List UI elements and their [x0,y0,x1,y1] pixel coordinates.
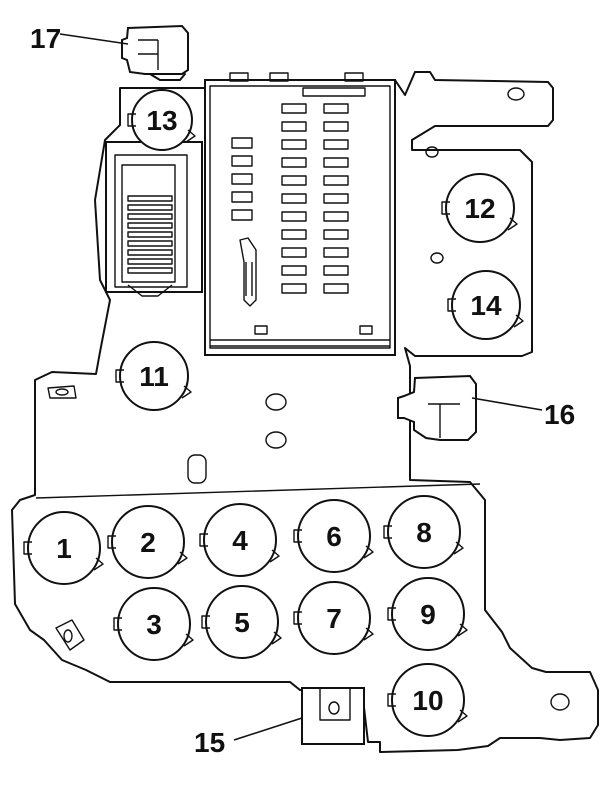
relay-label: 6 [326,521,342,552]
relay-label: 1 [56,533,72,564]
relay-label: 5 [234,607,250,638]
fuse-slot [231,173,253,185]
fuse-slot [231,209,253,221]
bracket-15 [301,687,365,745]
connector-slot [127,195,173,202]
fuse-slot [281,139,307,150]
fuse-slot [281,229,307,240]
relay-socket-13: 13 [127,89,196,151]
fuse-slot [323,247,349,258]
fuse-slot [323,121,349,132]
fuse-slot [281,121,307,132]
callout-15: 15 [194,727,225,758]
relay-socket-5: 5 [201,585,282,659]
connector-slot [127,258,173,265]
fuse-slot [323,283,349,294]
relay-label: 13 [146,105,177,136]
fuse-slot [281,283,307,294]
connector-slot [127,267,173,274]
connector-slot [127,204,173,211]
connector-17 [121,24,189,81]
callout-leaders [59,33,543,741]
fuse-slot [323,103,349,114]
fuse-slot [231,137,253,149]
relay-label: 7 [326,603,342,634]
relay-label: 8 [416,517,432,548]
fuse-slot [323,265,349,276]
fuse-slot [323,229,349,240]
relay-socket-2: 2 [107,505,188,579]
fuse-slot [323,139,349,150]
relay-socket-14: 14 [447,270,524,340]
relay-label: 9 [420,599,436,630]
relay-socket-11: 11 [115,341,192,411]
fuse-slot [323,157,349,168]
relay-socket-4: 4 [199,503,280,577]
mounting-holes [35,87,570,711]
relay-label: 3 [146,609,162,640]
callout-17: 17 [30,23,61,54]
relay-socket-8: 8 [383,495,464,569]
fuse-slot [323,211,349,222]
mounting-plate-outline [11,71,599,753]
connector-slot [127,249,173,256]
relay-label: 4 [232,525,248,556]
connector-slots [127,195,173,274]
side-connector-housing [105,141,203,297]
relay-label: 10 [412,685,443,716]
connector-slot [127,231,173,238]
relay-label: 2 [140,527,156,558]
relay-label: 11 [139,361,169,392]
fuse-block [204,72,396,356]
connector-slot [127,222,173,229]
callout-16: 16 [544,399,575,430]
relay-socket-9: 9 [387,577,468,651]
connector-16 [397,374,477,441]
relay-socket-7: 7 [293,581,374,655]
relay-socket-3: 3 [113,587,194,661]
connector-slot [127,213,173,220]
relay-socket-6: 6 [293,499,374,573]
fuse-slot [281,103,307,114]
fuse-slot [281,265,307,276]
connector-slot [127,240,173,247]
fuse-slot [281,175,307,186]
fuse-slot [323,175,349,186]
fuse-slot [323,193,349,204]
fuse-slot [231,191,253,203]
relay-socket-12: 12 [441,173,518,243]
fuse-slots [231,103,349,294]
fuse-puller [239,237,257,307]
fuse-slot [231,155,253,167]
relay-label: 12 [464,193,495,224]
fuse-slot [281,247,307,258]
relay-socket-1: 1 [23,511,104,585]
fuse-slot [281,157,307,168]
fuse-slot [281,211,307,222]
relay-label: 14 [470,290,502,321]
relay-socket-10: 10 [387,663,468,737]
fuse-slot [281,193,307,204]
